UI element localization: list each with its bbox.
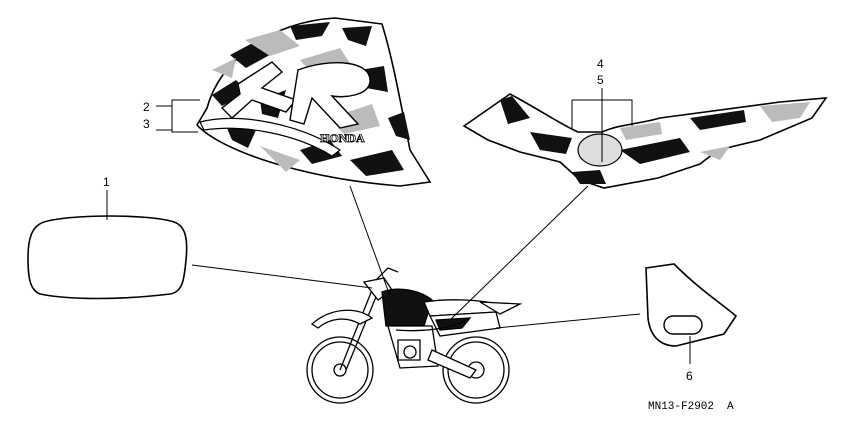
- side-decal-part-4-5[interactable]: [462, 93, 828, 189]
- callout-5: 5: [597, 73, 604, 87]
- diagram-code: MN13-F2902: [648, 401, 714, 413]
- callout-4: 4: [597, 57, 604, 71]
- callout-2-3-bracket: [156, 99, 200, 133]
- tank-stripe: [199, 117, 342, 157]
- motorcycle-illustration: [306, 267, 523, 404]
- diagram-code-suffix: A: [727, 401, 734, 413]
- callout-1: 1: [103, 175, 110, 189]
- leader-part-2-3: [349, 185, 391, 297]
- tank-logo-text: HONDA: [320, 131, 365, 145]
- leader-part-1: [191, 264, 373, 289]
- callout-3: 3: [143, 117, 150, 131]
- callout-2: 2: [143, 100, 150, 114]
- number-plate-decal-part-1[interactable]: [27, 215, 188, 300]
- rear-decal-part-6[interactable]: [645, 263, 738, 347]
- leader-part-6: [495, 313, 641, 329]
- side-decal-cutout: [577, 133, 623, 167]
- callout-6: 6: [686, 369, 693, 383]
- xr-lettering: [220, 61, 298, 119]
- leader-part-4-5: [449, 185, 589, 321]
- tank-decal-part-2-3[interactable]: HONDA: [196, 17, 432, 187]
- callout-4-5-bracket: [571, 88, 633, 162]
- rear-decal-window: [663, 315, 703, 335]
